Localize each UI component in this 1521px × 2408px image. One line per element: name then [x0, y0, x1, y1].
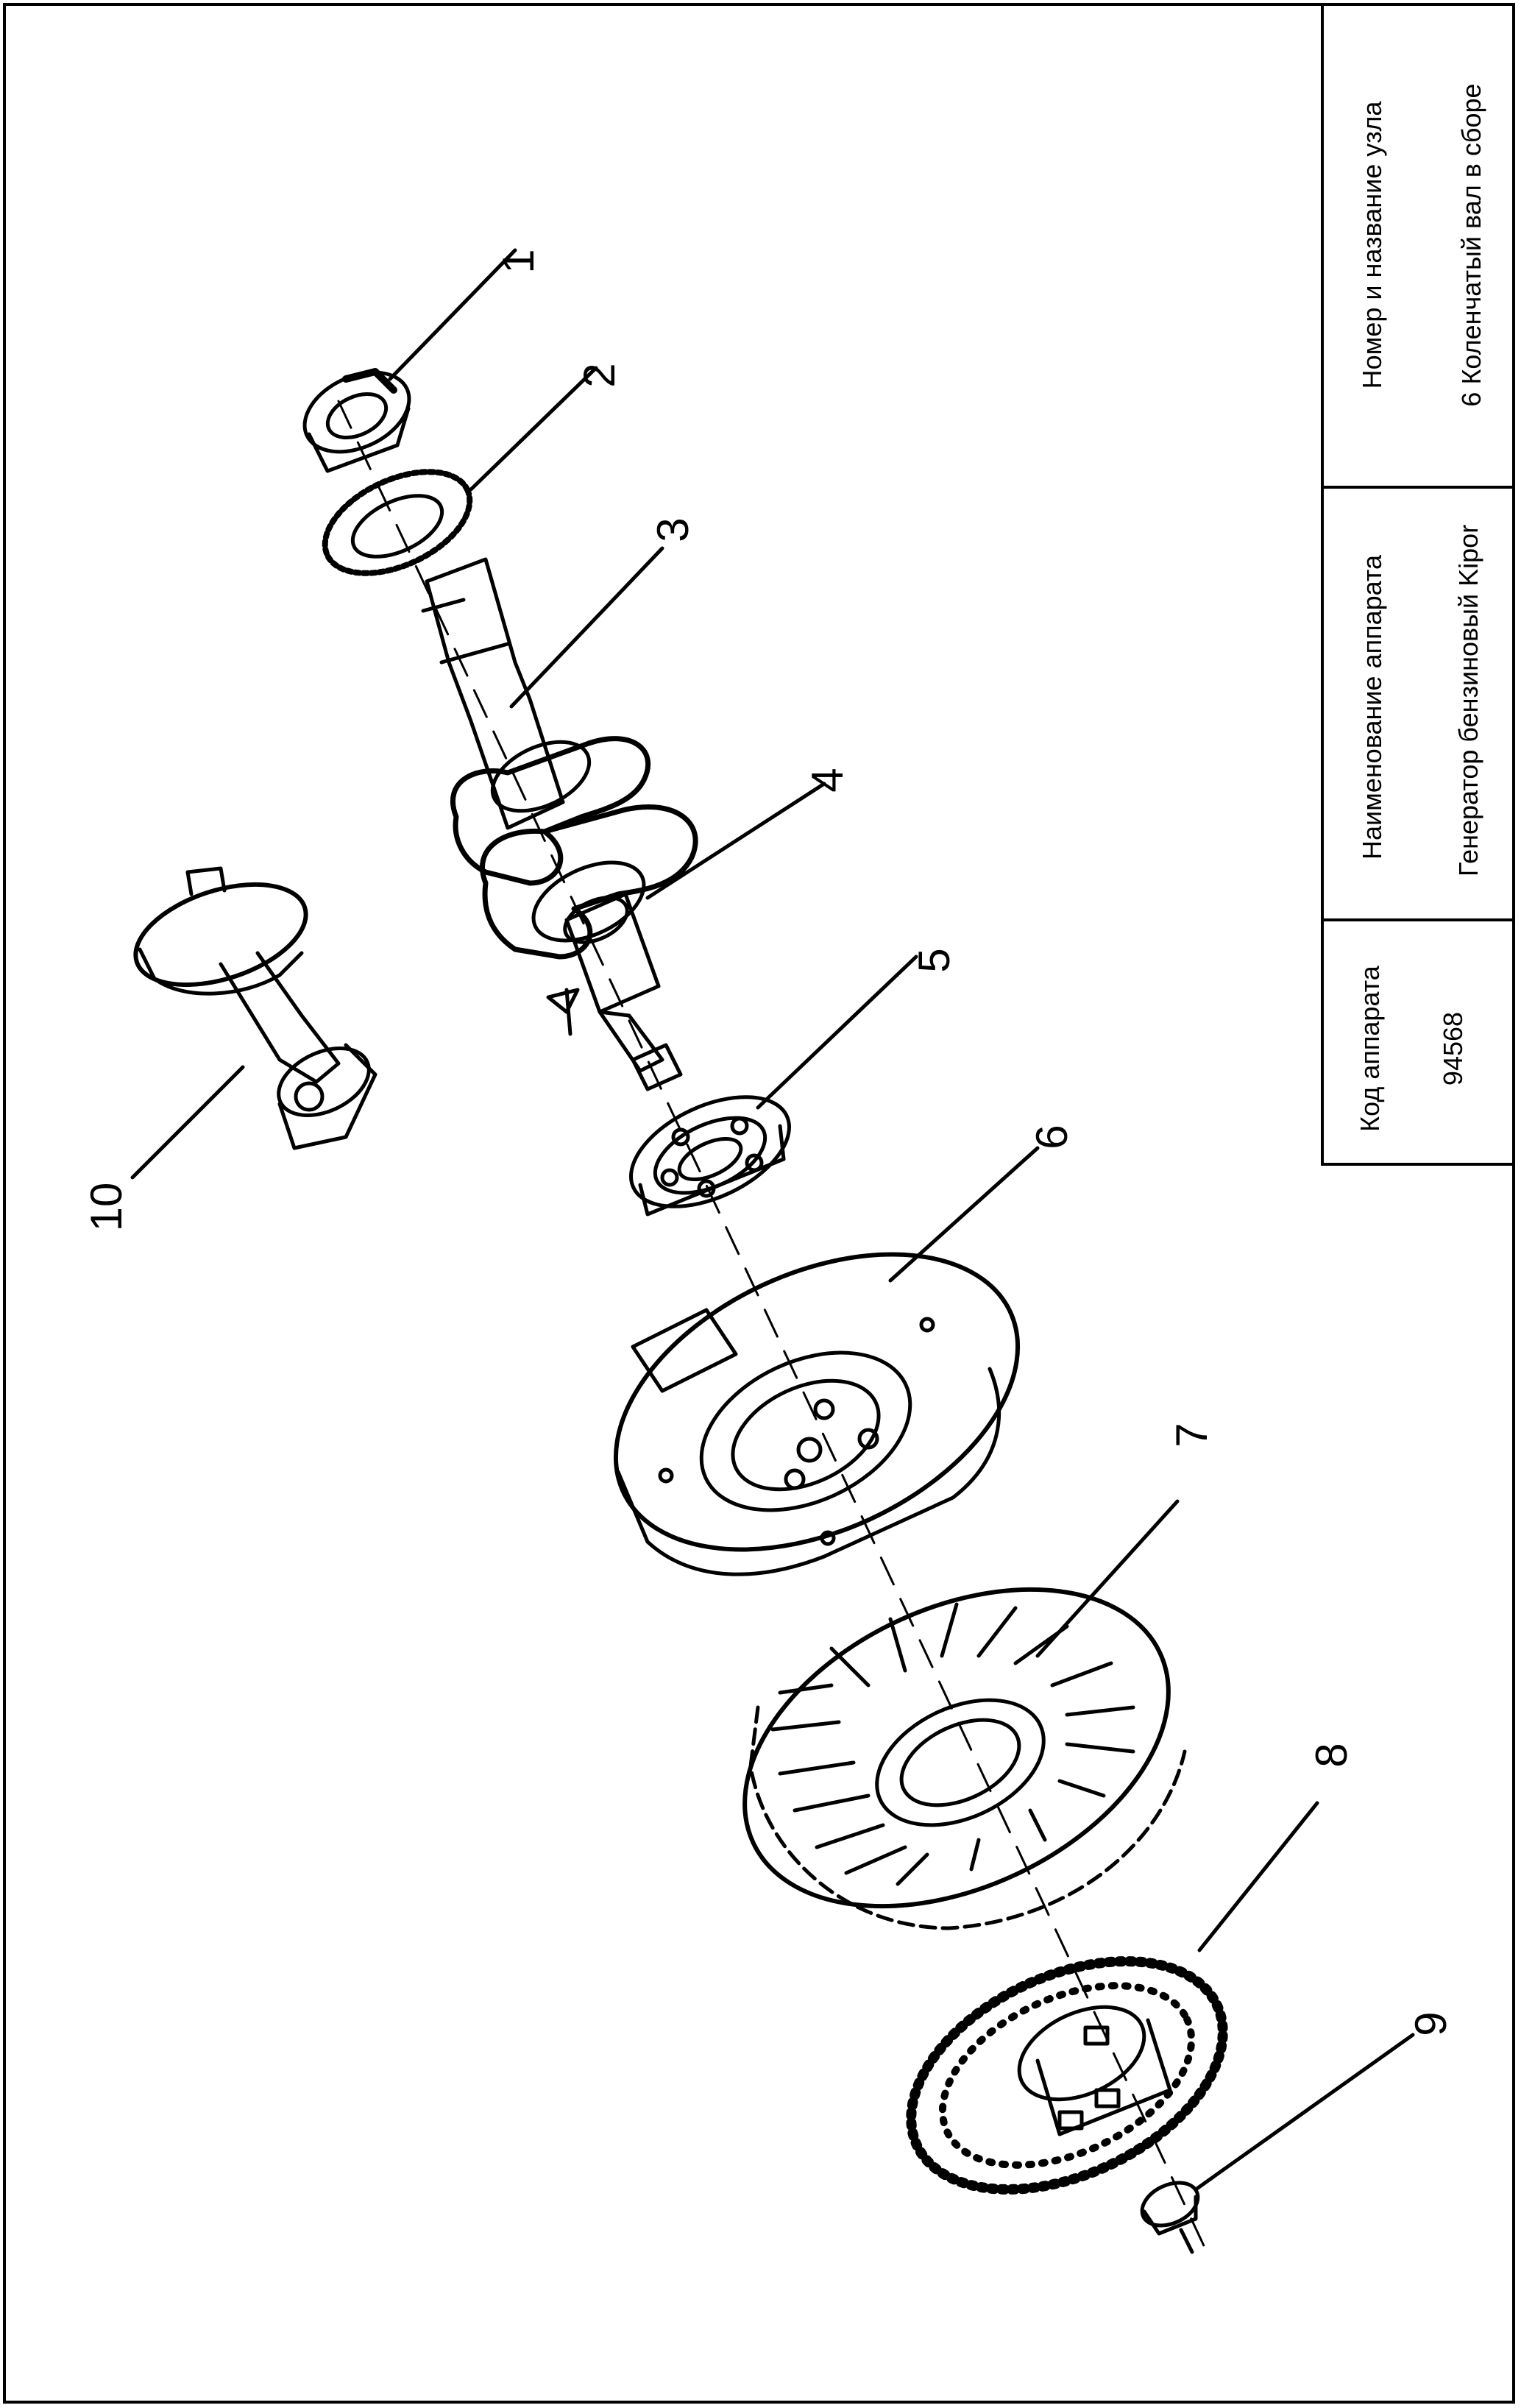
leader-line-3	[509, 546, 664, 709]
callout-10: 10	[82, 1183, 131, 1232]
leader-line-7	[1035, 1499, 1180, 1658]
part-10-connecting-rod-drawing	[133, 866, 377, 1150]
leader-line-9	[1194, 2033, 1415, 2192]
part-6-rotor-drawing	[613, 1252, 1021, 1576]
title-block-divider-h2	[1321, 486, 1515, 921]
drawing-frame	[3, 3, 1515, 2404]
callout-9: 9	[1406, 2011, 1456, 2036]
part-1-nut-drawing	[302, 368, 411, 473]
part-3-crankshaft-drawing	[421, 557, 698, 1091]
part-2-washer-drawing	[322, 469, 473, 576]
part-5-bearing-drawing	[629, 1095, 791, 1217]
leader-line-6	[888, 1146, 1040, 1283]
callout-3: 3	[648, 517, 698, 542]
part-9-nut-drawing	[1140, 2181, 1200, 2254]
callout-1: 1	[494, 249, 543, 273]
callout-5: 5	[910, 948, 959, 972]
callout-4: 4	[803, 768, 852, 792]
leader-line-10	[130, 1065, 245, 1180]
callout-7: 7	[1167, 1423, 1216, 1447]
part-8-starter-cup-drawing	[906, 1956, 1228, 2195]
part-7-fan-drawing	[742, 1587, 1187, 1930]
leader-line-2	[469, 366, 598, 492]
leader-line-4	[645, 782, 826, 900]
leader-line-5	[756, 955, 918, 1110]
assembly-axis	[337, 400, 1208, 2253]
callout-2: 2	[575, 363, 624, 387]
callout-6: 6	[1027, 1125, 1077, 1149]
leader-line-8	[1197, 1801, 1319, 1952]
leader-line-1	[388, 248, 517, 381]
callout-8: 8	[1307, 1743, 1356, 1767]
